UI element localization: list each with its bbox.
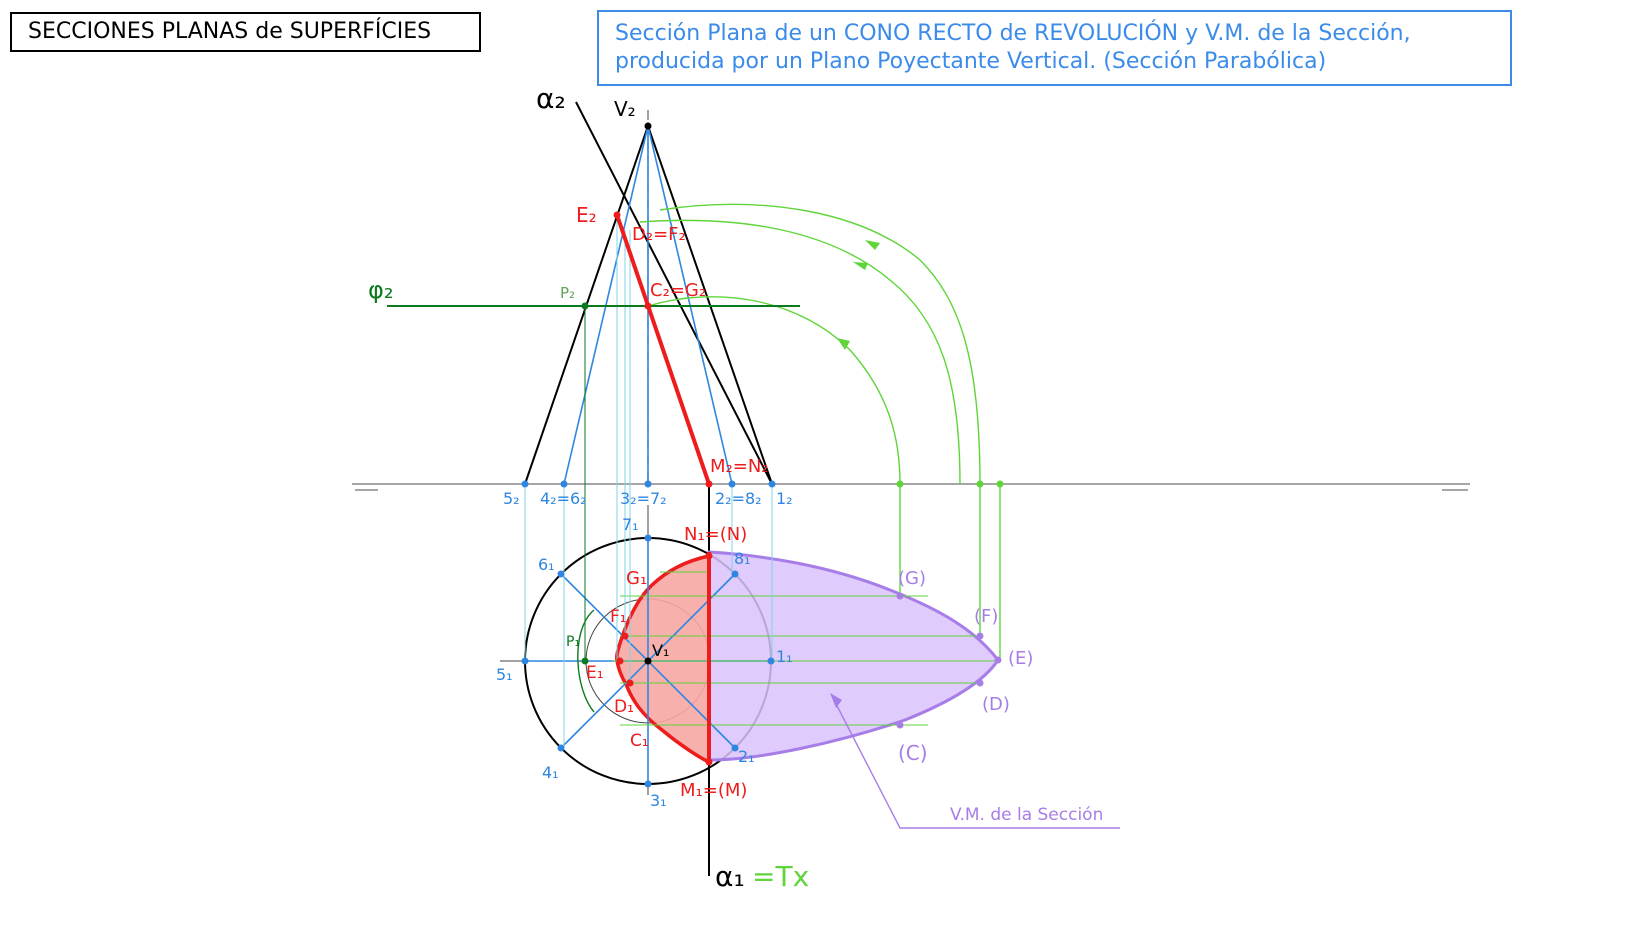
label-1-2: 1₂ [776,489,793,508]
label-g-vm: (G) [898,568,926,589]
section-elevation [615,214,711,485]
label-alpha2: α₂ [536,82,566,115]
projection-lines-plan [612,571,1000,726]
label-d1: D₁ [614,697,634,717]
subtitle-line-1: Sección Plana de un CONO RECTO de REVOLU… [615,21,1411,46]
label-phi2: φ₂ [368,276,393,304]
label-n1: N₁=(N) [684,524,747,545]
label-e1: E₁ [586,663,604,683]
subtitle-box: Sección Plana de un CONO RECTO de REVOLU… [597,10,1512,86]
label-1-1: 1₁ [776,647,793,666]
label-c-vm: (C) [898,741,928,765]
label-4-6-2: 4₂=6₂ [540,489,587,508]
label-c1: C₁ [630,731,649,751]
true-size-section [707,550,1000,762]
label-4-1: 4₁ [542,763,559,782]
points [521,122,1004,788]
label-6-1: 6₁ [538,555,555,574]
label-g1: G₁ [626,568,647,589]
subtitle-line-2: producida por un Plano Poyectante Vertic… [615,49,1327,74]
label-d-vm: (D) [982,694,1010,715]
label-p2: P₂ [560,284,575,302]
vm-leader [833,699,1120,829]
label-m2n2: M₂=N₂ [710,456,769,477]
label-m1: M₁=(M) [680,780,747,801]
label-5-2: 5₂ [503,489,520,508]
label-p1: P₁ [566,634,580,650]
p-rotation-arc [577,609,595,713]
label-e-vm: (E) [1008,648,1033,669]
label-7-1: 7₁ [622,515,639,534]
label-3-7-2: 3₂=7₂ [620,489,667,508]
label-3-1: 3₁ [650,791,667,810]
label-f1: F₁ [610,607,627,627]
label-tx: =Tx [752,860,809,893]
label-d2f2: D₂=F₂ [632,224,686,245]
label-2-8-2: 2₂=8₂ [715,489,762,508]
label-v2: V₂ [614,97,636,121]
label-8-1: 8₁ [734,549,751,568]
label-alpha1: α₁ [715,860,745,893]
label-5-1: 5₁ [496,665,513,684]
label-e2: E₂ [576,203,597,227]
label-vm: V.M. de la Sección [950,805,1103,825]
label-c2g2: C₂=G₂ [650,280,706,301]
label-v1: V₁ [652,641,669,660]
labels: α₂ V₂ E₂ D₂=F₂ C₂=G₂ φ₂ P₂ M₂=N₂ 5₂ 4₂=6… [368,82,1103,893]
ground-line [352,483,1470,491]
vm-leader-arrow [830,693,842,708]
label-f-vm: (F) [974,606,998,627]
alpha2-trace [575,101,773,485]
page-title: SECCIONES PLANAS de SUPERFÍCIES [10,12,481,52]
arc-arrows [837,240,880,350]
label-2-1: 2₁ [738,747,755,766]
rotation-arcs [639,203,1001,661]
